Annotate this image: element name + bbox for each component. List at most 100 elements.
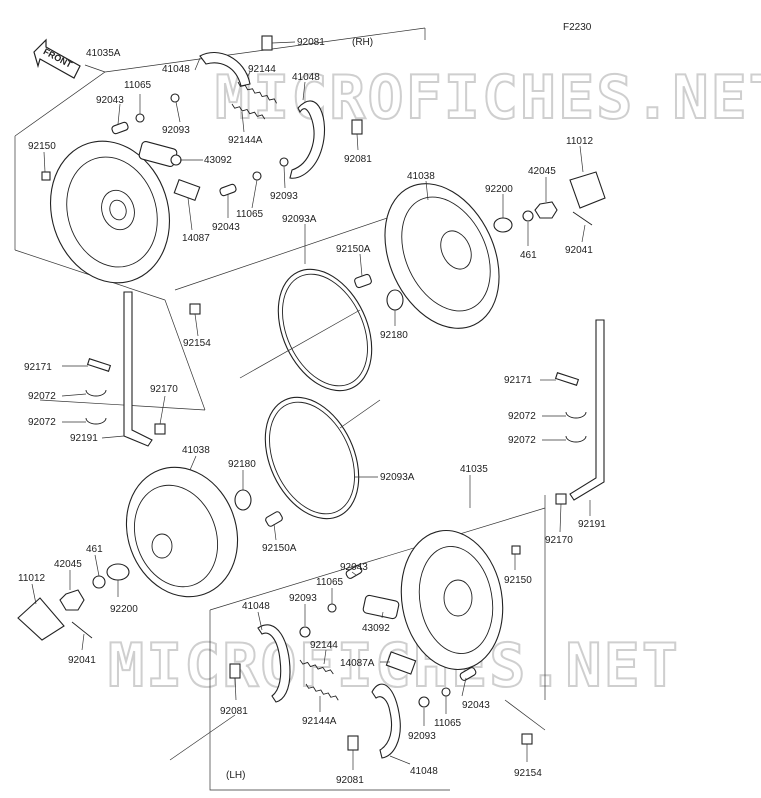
bolt-92150-lh: [511, 545, 521, 555]
spring-92144-lh: [299, 659, 334, 675]
cap-11012-rh: [569, 171, 606, 209]
label-92072: 92072: [28, 391, 56, 402]
brake-hose-92191-right: [569, 319, 605, 501]
clip-92072-right-a: [565, 411, 587, 419]
cotter-pin-92041-rh: [572, 211, 593, 226]
label-92200: 92200: [110, 604, 138, 615]
label-92150a: 92150A: [336, 244, 371, 255]
cap-11012-lh: [17, 597, 65, 641]
label-43092: 43092: [204, 155, 232, 166]
wheel-cylinder-lh: [362, 594, 400, 620]
clip-92072-right-b: [565, 435, 587, 443]
leader-lines: [31, 41, 591, 770]
backing-plate-lh: [400, 529, 504, 671]
label-92154: 92154: [183, 338, 211, 349]
watermark-top: MICROFICHES.NET: [215, 63, 761, 133]
nut-42045-lh: [59, 589, 85, 611]
label-92072: 92072: [508, 435, 536, 446]
brake-shoe-lh-lower: [371, 683, 401, 759]
oring-92180-lh: [234, 489, 252, 511]
bolt-92150-rh: [41, 171, 51, 181]
label-11065: 11065: [236, 209, 264, 220]
backing-plate-rh: [49, 140, 171, 284]
brake-shoe-lh-upper: [257, 624, 291, 703]
washer-92200-rh: [493, 217, 513, 233]
pin-92043-rh-b: [219, 183, 237, 197]
bolt-92154-rh: [189, 303, 201, 315]
label-92072: 92072: [508, 411, 536, 422]
label-92043: 92043: [340, 562, 368, 573]
label-41038: 41038: [182, 445, 210, 456]
washer-92093-rh-a: [170, 93, 180, 103]
label-92180: 92180: [380, 330, 408, 341]
label-92171: 92171: [504, 375, 532, 386]
label-92150a: 92150A: [262, 543, 297, 554]
nut-42045-rh: [534, 201, 558, 219]
label-41038: 41038: [407, 171, 435, 182]
pin-92043-lh-a: [345, 565, 363, 579]
label-92093: 92093: [408, 731, 436, 742]
label-92170: 92170: [150, 384, 178, 395]
washer-461-rh: [522, 210, 534, 222]
label-92041: 92041: [565, 245, 593, 256]
clip-92072-left-a: [85, 389, 107, 397]
label-92150: 92150: [504, 575, 532, 586]
clip-92081-rh-b: [351, 119, 363, 135]
clip-92072-left-b: [85, 417, 107, 425]
label-11012: 11012: [18, 573, 46, 584]
label-92144: 92144: [248, 64, 276, 75]
label-41035: 41035: [460, 464, 488, 475]
label-41035a: 41035A: [86, 48, 121, 59]
label-41048: 41048: [242, 601, 270, 612]
cotter-pin-92041-lh: [71, 621, 93, 639]
brake-drum-rh: [384, 183, 500, 329]
washer-461-lh: [92, 575, 106, 589]
label-92093a: 92093A: [380, 472, 415, 483]
label-92144: 92144: [310, 640, 338, 651]
washer-11065-lh-b: [441, 687, 451, 697]
label-92041: 92041: [68, 655, 96, 666]
label-92081: 92081: [336, 775, 364, 786]
label-11065: 11065: [434, 718, 462, 729]
label-42045: 42045: [528, 166, 556, 177]
seal-ring-92093a-lh: [264, 396, 360, 520]
diagram-code: F2230: [563, 22, 592, 33]
clip-92081-lh-a: [229, 663, 241, 679]
bolt-92150a-lh: [265, 511, 283, 527]
clip-92171-right: [554, 372, 580, 386]
label-92043: 92043: [212, 222, 240, 233]
label-92150: 92150: [28, 141, 56, 152]
label-92072: 92072: [28, 417, 56, 428]
spring-92144a-lh: [305, 683, 339, 701]
pin-92043-lh-b: [459, 667, 477, 681]
label-92144a: 92144A: [228, 135, 263, 146]
label-92043: 92043: [462, 700, 490, 711]
section-lh-label: (LH): [226, 770, 245, 781]
clip-92081-rh-a: [261, 35, 273, 51]
clamp-92170-left: [154, 423, 166, 435]
label-41048: 41048: [162, 64, 190, 75]
label-43092: 43092: [362, 623, 390, 634]
label-11065: 11065: [124, 80, 152, 91]
label-92171: 92171: [24, 362, 52, 373]
washer-92093-rh-b: [279, 157, 289, 167]
label-92191: 92191: [70, 433, 98, 444]
adjuster-14087: [173, 178, 201, 202]
label-92093a: 92093A: [282, 214, 317, 225]
label-92170: 92170: [545, 535, 573, 546]
bolt-92150a-rh: [354, 273, 372, 289]
lh-section-frame: [169, 495, 546, 791]
washer-92093-lh-a: [299, 626, 311, 638]
washer-11065-rh-b: [252, 171, 262, 181]
spring-92144a-rh: [231, 103, 266, 120]
washer-92200-lh: [106, 563, 130, 581]
label-41048: 41048: [292, 72, 320, 83]
front-arrow-icon: FRONT: [33, 38, 81, 79]
label-92093: 92093: [289, 593, 317, 604]
label-92081: 92081: [297, 37, 325, 48]
pin-92043-rh-a: [111, 121, 129, 135]
clip-92171-left: [86, 358, 112, 372]
label-92093: 92093: [270, 191, 298, 202]
washer-11065-rh-a: [135, 113, 145, 123]
label-461: 461: [520, 250, 537, 261]
